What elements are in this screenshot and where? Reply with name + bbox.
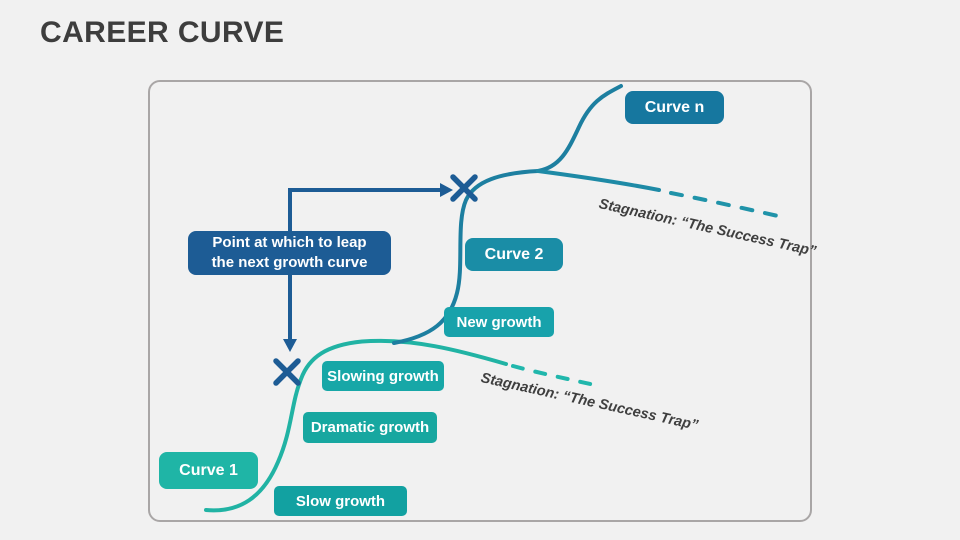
badge-slow-growth: Slow growth <box>274 486 407 516</box>
badge-curve-1: Curve 1 <box>159 452 258 489</box>
badge-curve-2-label: Curve 2 <box>484 245 544 263</box>
leap-point-x-upper <box>450 174 478 202</box>
curve2-stagnation-dashed-line <box>669 191 789 220</box>
curve2-line <box>392 169 540 345</box>
badge-new-growth: New growth <box>444 307 554 337</box>
leap-point-callout-line1: Point at which to leap <box>212 234 367 251</box>
leap-point-callout-line2: the next growth curve <box>211 254 368 271</box>
curve-n-rise-line <box>536 84 623 173</box>
badge-dramatic-growth-label: Dramatic growth <box>310 419 430 436</box>
callout-arrowhead-right <box>440 183 453 197</box>
badge-dramatic-growth: Dramatic growth <box>303 412 437 443</box>
badge-curve-1-label: Curve 1 <box>179 461 238 479</box>
badge-curve-n: Curve n <box>625 91 724 124</box>
callout-arrow-elbow-line <box>288 188 440 232</box>
leap-point-x-lower <box>273 358 301 386</box>
slide-title: CAREER CURVE <box>40 16 285 49</box>
diagram-frame <box>148 80 812 522</box>
badge-curve-n-label: Curve n <box>644 98 705 116</box>
callout-arrowhead-down <box>283 339 297 352</box>
badge-new-growth-label: New growth <box>456 313 542 331</box>
leap-point-callout: Point at which to leap the next growth c… <box>188 231 391 275</box>
badge-slowing-growth-label: Slowing growth <box>327 367 439 385</box>
curve1-line <box>204 338 508 513</box>
curve2-stagnation-solid-line <box>536 169 661 192</box>
curve1-stagnation-dashed-line <box>511 364 601 388</box>
badge-curve-2: Curve 2 <box>465 238 563 271</box>
badge-slowing-growth: Slowing growth <box>322 361 444 391</box>
badge-slow-growth-label: Slow growth <box>295 492 386 510</box>
